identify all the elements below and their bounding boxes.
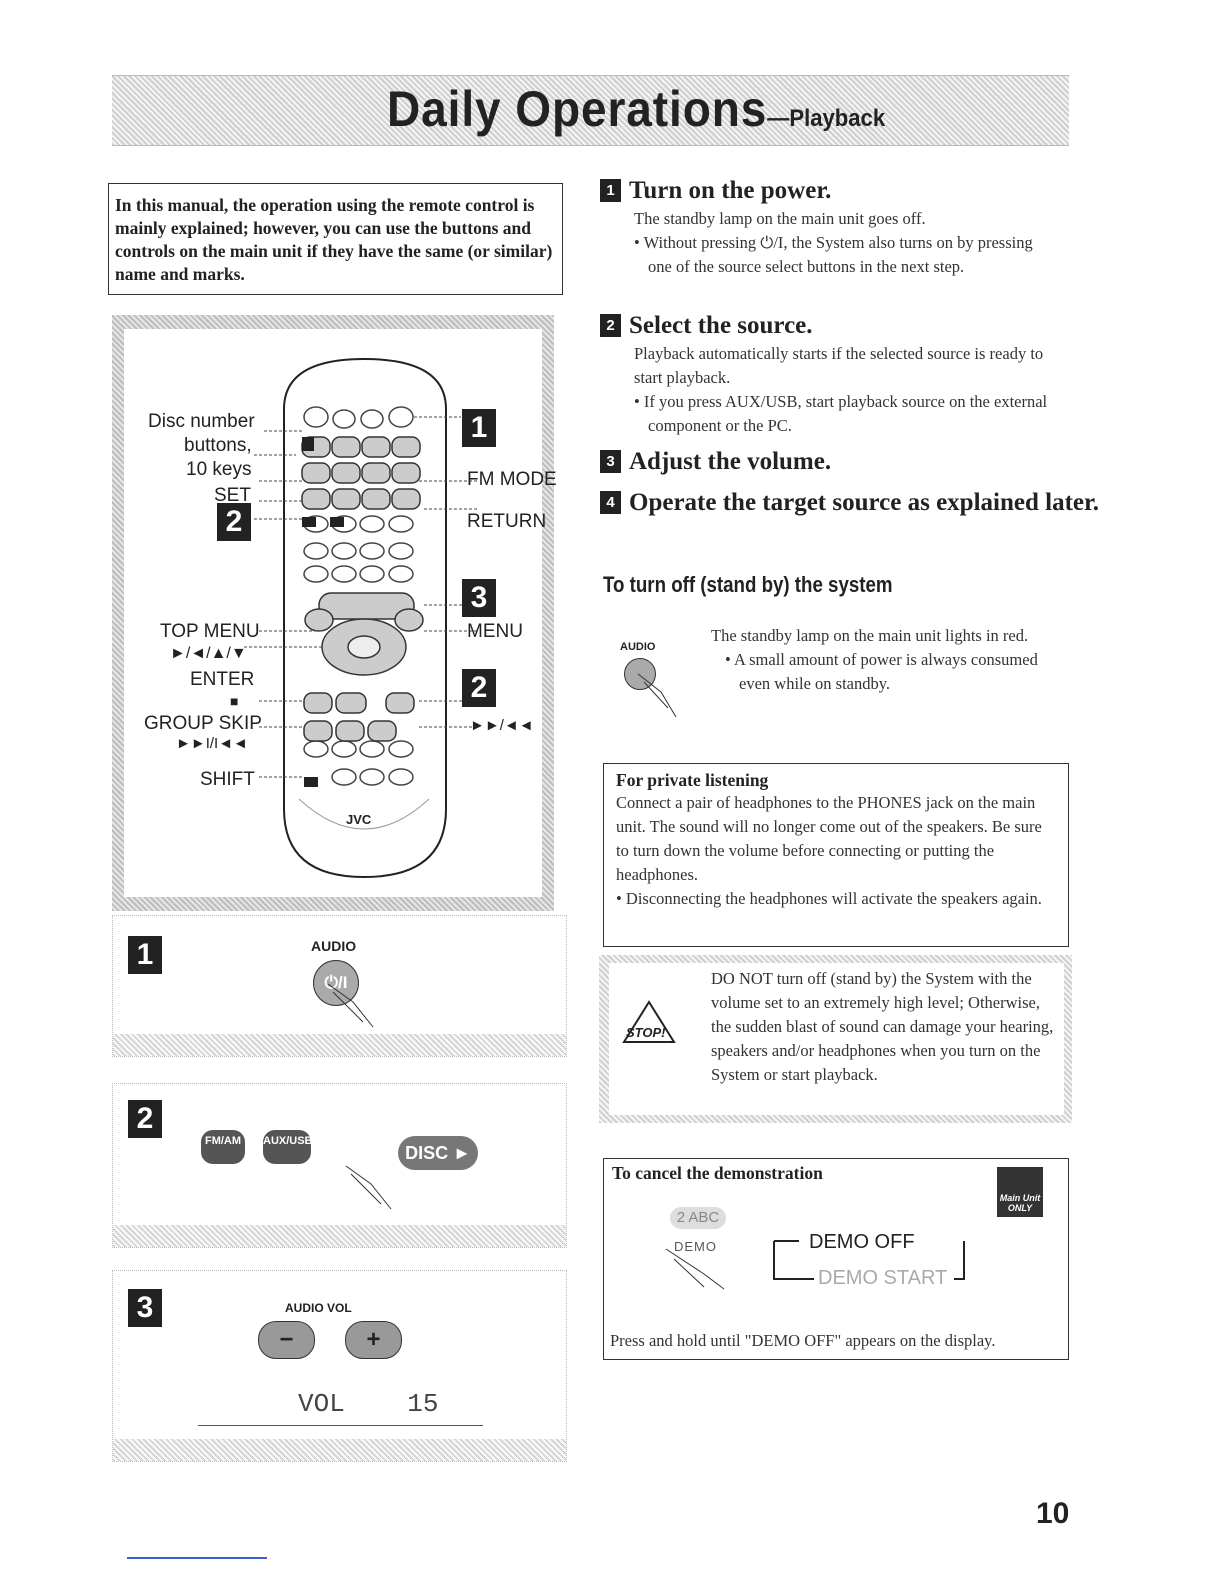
- step-badge-2: 2: [217, 503, 251, 541]
- label-disc-number: Disc number: [148, 411, 255, 432]
- private-bullet: • Disconnecting the headphones will acti…: [616, 889, 1042, 908]
- audio-caption: AUDIO: [311, 938, 357, 954]
- volume-display: VOL 15: [198, 1387, 483, 1426]
- label-group-skip: GROUP SKIP: [144, 713, 262, 734]
- label-search: ►►/◄◄: [470, 717, 534, 734]
- demo-heading: To cancel the demonstration: [612, 1163, 823, 1183]
- finger-press-icon: [345, 1165, 392, 1210]
- label-set: SET: [214, 485, 251, 506]
- finger-icon: [637, 673, 677, 718]
- intro-box: In this manual, the operation using the …: [108, 183, 563, 295]
- label-10-keys: 10 keys: [186, 459, 252, 480]
- panel-badge-2: 2: [128, 1100, 162, 1138]
- volume-down-button[interactable]: −: [258, 1321, 315, 1359]
- label-stop: ■: [230, 693, 239, 709]
- main-unit-only-badge: Main Unit ONLY: [997, 1167, 1043, 1217]
- label-enter: ENTER: [190, 669, 255, 690]
- footer-divider: [127, 1557, 267, 1559]
- label-fm-mode: FM MODE: [467, 469, 557, 490]
- label-buttons: buttons,: [184, 435, 252, 456]
- step-badge-2b: 2: [462, 669, 496, 707]
- step-1-text: The standby lamp on the main unit goes o…: [634, 209, 926, 228]
- page-number: 10: [1036, 1497, 1070, 1530]
- demo-box: To cancel the demonstration Main Unit ON…: [603, 1158, 1069, 1360]
- demo-footer-text: Press and hold until "DEMO OFF" appears …: [610, 1331, 996, 1350]
- label-top-menu: TOP MENU: [160, 621, 260, 642]
- step-panel-2: 2 FM/AM AUX/USB DISC ►: [112, 1083, 567, 1248]
- audio-vol-caption: AUDIO VOL: [285, 1301, 352, 1315]
- aux-usb-button[interactable]: AUX/USB: [263, 1130, 313, 1164]
- stop-warning-icon: [622, 1000, 676, 1043]
- stop-label: STOP!: [626, 1025, 666, 1040]
- label-shift: SHIFT: [200, 769, 255, 790]
- step-2-bullet: • If you press AUX/USB, start playback s…: [634, 392, 1048, 435]
- step-1-bullet: • Without pressing ⏻/I, the System also …: [634, 233, 1033, 276]
- audio-icon-label: AUDIO: [620, 641, 656, 653]
- remote-figure: JVC Disc number buttons, 10 keys SET TOP…: [112, 315, 557, 911]
- disc-play-button[interactable]: DISC ►: [398, 1136, 478, 1170]
- volume-readout: VOL 15: [298, 1389, 439, 1419]
- standby-text: The standby lamp on the main unit lights…: [711, 626, 1029, 645]
- header-banner: Daily Operations—Playback: [112, 75, 1069, 146]
- demo-display-label: DEMO: [674, 1239, 717, 1254]
- step-badge-3: 3: [462, 579, 496, 617]
- volume-up-button[interactable]: +: [345, 1321, 402, 1359]
- panel-badge-3: 3: [128, 1289, 162, 1327]
- key-2-abc[interactable]: 2 ABC: [670, 1207, 726, 1229]
- standby-body: The standby lamp on the main unit lights…: [711, 624, 1061, 696]
- step-2-body: Playback automatically starts if the sel…: [634, 342, 1064, 438]
- standby-heading: To turn off (stand by) the system: [603, 572, 893, 597]
- private-listening-box: For private listening Connect a pair of …: [603, 763, 1069, 947]
- standby-bullet: • A small amount of power is always cons…: [725, 650, 1038, 693]
- label-skip-keys: ►►I/I◄◄: [176, 735, 248, 752]
- fm-am-button[interactable]: FM/AM: [201, 1130, 245, 1164]
- power-button[interactable]: ⏻/I: [313, 960, 359, 1006]
- jvc-logo: JVC: [346, 812, 372, 827]
- caution-text: DO NOT turn off (stand by) the System wi…: [711, 969, 1054, 1084]
- power-icon: [624, 658, 656, 690]
- panel-badge-1: 1: [128, 936, 162, 974]
- demo-toggle-diagram: [665, 1240, 965, 1290]
- label-cursor: ►/◄/▲/▼: [170, 645, 247, 662]
- step-1-body: The standby lamp on the main unit goes o…: [634, 207, 1054, 279]
- step-badge-1: 1: [462, 409, 496, 447]
- caution-box: STOP! DO NOT turn off (stand by) the Sys…: [599, 955, 1072, 1123]
- remote-control-drawing: JVC: [244, 357, 478, 879]
- private-heading: For private listening: [616, 770, 769, 790]
- step-2-text: Playback automatically starts if the sel…: [634, 344, 1044, 387]
- page-title: Daily Operations—Playback: [387, 81, 886, 137]
- label-return: RETURN: [467, 511, 547, 532]
- finger-press-icon: [327, 983, 374, 1028]
- step-panel-1: 1 AUDIO ⏻/I: [112, 915, 567, 1057]
- step-panel-3: 3 AUDIO VOL − + VOL 15: [112, 1270, 567, 1462]
- demo-off-label: DEMO OFF: [809, 1231, 915, 1253]
- label-menu: MENU: [467, 621, 523, 642]
- demo-start-label: DEMO START: [818, 1267, 948, 1289]
- private-text: Connect a pair of headphones to the PHON…: [616, 793, 1042, 884]
